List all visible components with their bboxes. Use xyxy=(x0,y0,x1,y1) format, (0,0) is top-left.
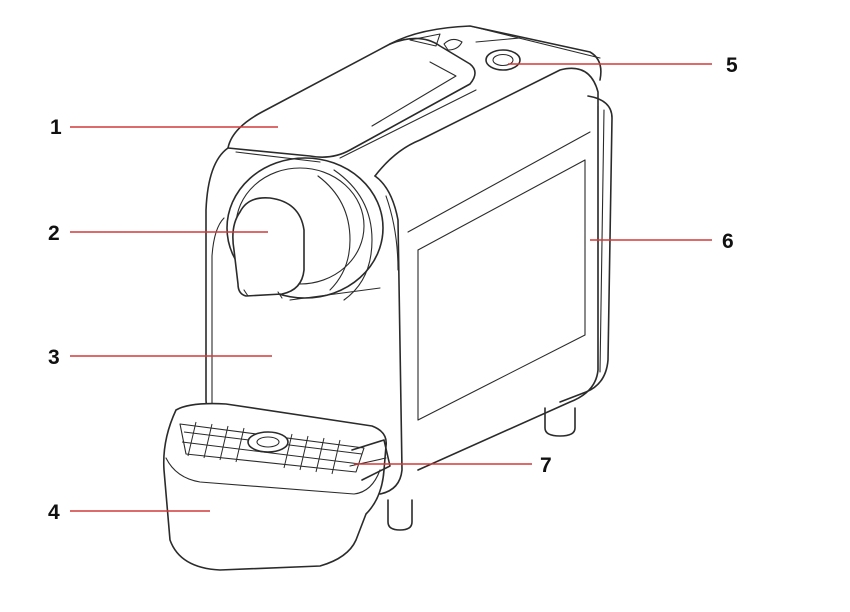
drip-tray xyxy=(162,402,388,571)
callout-7: 7 xyxy=(540,454,552,477)
top-surface xyxy=(389,25,602,81)
leader-lines xyxy=(70,63,712,512)
callout-2: 2 xyxy=(48,222,60,245)
coffee-machine-illustration xyxy=(162,25,613,571)
front-foot xyxy=(387,499,413,531)
callout-1: 1 xyxy=(50,116,62,139)
callout-6: 6 xyxy=(722,230,734,253)
callout-3: 3 xyxy=(48,346,60,369)
drip-tray-grid xyxy=(181,421,363,475)
lever-lid xyxy=(227,37,477,163)
water-tank xyxy=(559,95,613,403)
callout-4: 4 xyxy=(48,501,60,524)
callout-labels: 1 2 3 4 5 6 7 xyxy=(48,54,738,524)
front-panel xyxy=(211,255,381,405)
coffee-outlet xyxy=(226,157,384,301)
body-side-panel xyxy=(374,67,599,471)
brew-button xyxy=(485,49,521,71)
rear-foot xyxy=(544,407,576,437)
callout-5: 5 xyxy=(726,54,738,77)
